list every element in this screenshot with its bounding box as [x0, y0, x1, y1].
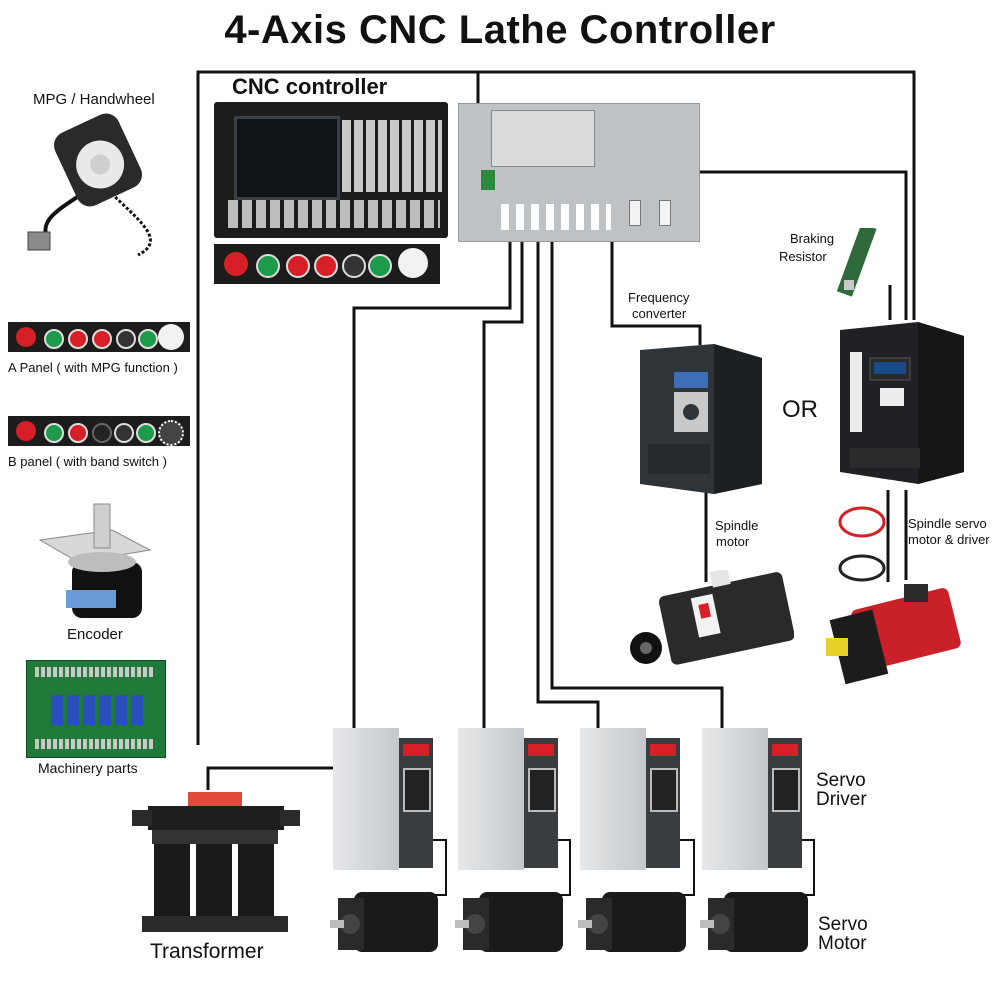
handwheel-pendant-icon — [27, 113, 152, 257]
servo-driver-3 — [580, 728, 680, 870]
servo-motor-3 — [578, 892, 686, 952]
spindle-servo-label-line1: Spindle servo — [908, 516, 987, 531]
spindle-motor-icon — [630, 570, 794, 665]
signal-wire-x — [352, 222, 512, 730]
frequency-converter-label-line1: Frequency — [628, 290, 690, 305]
handwheel-knob — [398, 248, 428, 278]
cable-icon — [838, 506, 886, 582]
connector-row — [501, 204, 611, 230]
power-supply-unit — [491, 110, 595, 167]
transformer-label: Transformer — [150, 940, 264, 963]
spindle-servo-label-line2: motor & driver — [908, 532, 990, 547]
power-wire-main — [196, 70, 916, 745]
page-title: 4-Axis CNC Lathe Controller — [224, 8, 776, 52]
servo-motor-label-line1: Servo — [818, 914, 868, 935]
servo-driver-2 — [458, 728, 558, 870]
cnc-controller-panel — [214, 102, 448, 238]
a-panel-label: A Panel ( with MPG function ) — [8, 360, 178, 375]
servo-motor-1 — [330, 892, 438, 952]
mpg-label: MPG / Handwheel — [33, 91, 155, 108]
braking-resistor-label-line2: Resistor — [779, 249, 827, 264]
controller-screen — [234, 116, 340, 200]
servo-driver-4 — [702, 728, 802, 870]
cycle-button — [368, 254, 392, 278]
machinery-parts-label: Machinery parts — [38, 760, 138, 776]
servo-driver-1 — [333, 728, 433, 870]
cnc-controller-label: CNC controller — [232, 74, 388, 99]
mode-switch — [342, 254, 366, 278]
servo-motor-2 — [455, 892, 563, 952]
or-label: OR — [782, 396, 818, 423]
b-panel-image — [8, 416, 190, 446]
transformer-icon — [132, 792, 300, 932]
io-board-image — [26, 660, 166, 758]
signal-wire-a — [550, 222, 724, 730]
terminal-block — [481, 170, 495, 190]
servo-driver-label-line1: Servo — [816, 770, 866, 791]
spindle-motor-label-line2: motor — [716, 534, 750, 549]
db-connector-1 — [629, 200, 641, 226]
estop-button — [224, 252, 248, 276]
db-connector-2 — [659, 200, 671, 226]
servo-driver-label-line2: Driver — [816, 789, 867, 810]
braking-resistor-icon — [836, 228, 877, 297]
spindle-servo-driver-icon — [840, 322, 964, 484]
start-button — [256, 254, 280, 278]
controller-keypad — [342, 120, 442, 192]
frequency-converter-label-line2: converter — [632, 306, 687, 321]
servo-motor-4 — [700, 892, 808, 952]
controller-back-panel — [458, 103, 700, 242]
rotary-encoder-icon — [38, 503, 152, 618]
servo-motor-spindle-icon — [826, 584, 961, 684]
pause-button — [314, 254, 338, 278]
servo-motor-label-line2: Motor — [818, 933, 867, 954]
controller-operator-panel — [214, 244, 440, 284]
frequency-inverter-icon — [640, 344, 762, 494]
encoder-label: Encoder — [67, 626, 123, 643]
b-panel-label: B panel ( with band switch ) — [8, 454, 167, 469]
controller-softkeys — [228, 200, 440, 228]
spindle-motor-label-line1: Spindle — [715, 518, 759, 533]
a-panel-image — [8, 322, 190, 352]
stop-button — [286, 254, 310, 278]
spindle-servo-signal — [612, 170, 908, 320]
signal-wire-y — [536, 222, 600, 730]
signal-wire-z — [482, 222, 524, 730]
wire-transformer-driver — [206, 766, 333, 790]
braking-resistor-label-line1: Braking — [790, 231, 835, 246]
